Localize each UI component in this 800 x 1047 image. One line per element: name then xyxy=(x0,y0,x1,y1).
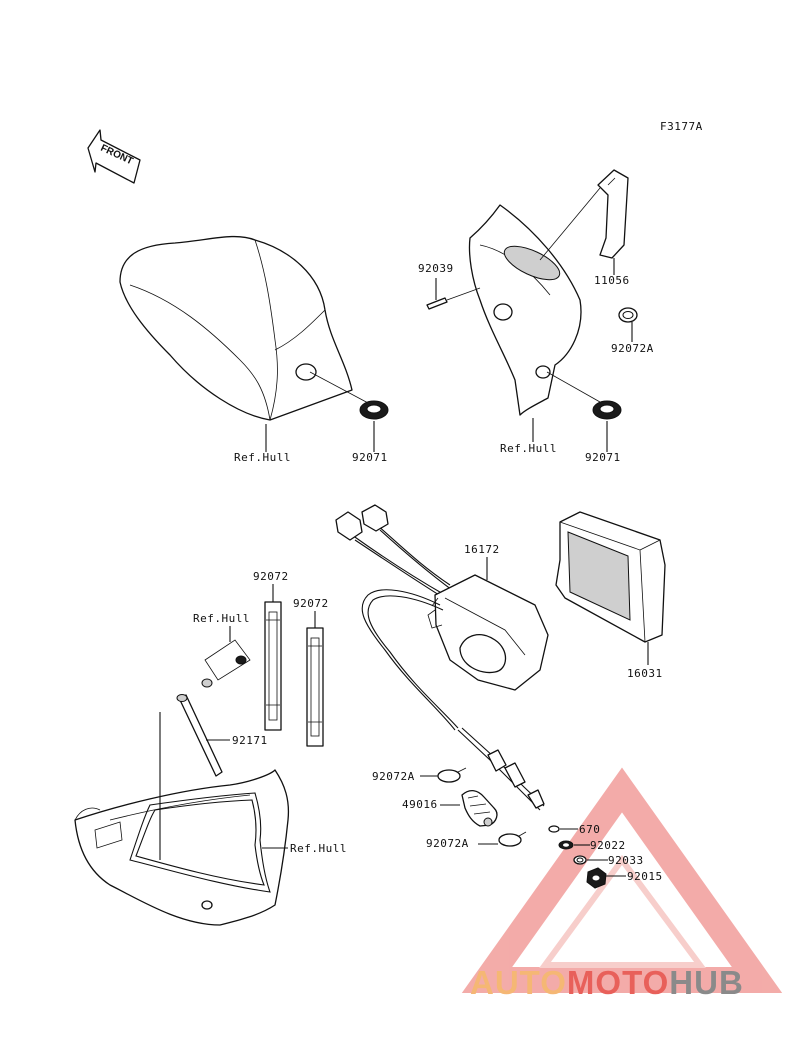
spring-92033 xyxy=(573,855,587,865)
clamp-mid xyxy=(437,767,467,783)
label-refhull-2: Ref.Hull xyxy=(500,442,557,455)
watermark-part2: MOTO xyxy=(567,964,669,1001)
label-clamp-mid: 92072A xyxy=(372,770,415,783)
watermark-text: AUTOMOTOHUB xyxy=(470,964,744,1001)
cover-16031 xyxy=(555,511,666,643)
ref-hull-plate xyxy=(201,639,251,688)
hull-seat-left xyxy=(119,235,371,421)
boot-49016 xyxy=(461,790,498,827)
label-oring: 670 xyxy=(579,823,600,836)
grommet-right xyxy=(592,400,622,420)
label-boot: 49016 xyxy=(402,798,438,811)
screw-92039 xyxy=(426,287,481,310)
hull-opening xyxy=(74,712,290,926)
figure-code: F3177A xyxy=(660,120,703,133)
label-nut: 92015 xyxy=(627,870,663,883)
label-clamp-low: 92072A xyxy=(426,837,469,850)
rod-92171 xyxy=(176,694,223,777)
label-spring: 92033 xyxy=(608,854,644,867)
label-clamp-top: 92072A xyxy=(611,342,654,355)
nut-92015 xyxy=(586,867,607,889)
label-refhull-4: Ref.Hull xyxy=(290,842,347,855)
front-arrow-icon: FRONT xyxy=(87,129,141,184)
label-band-2: 92072 xyxy=(293,597,329,610)
bracket-11056 xyxy=(539,169,629,261)
grommet-left xyxy=(359,400,389,420)
label-grommet-2: 92071 xyxy=(585,451,621,464)
label-refhull-1: Ref.Hull xyxy=(234,451,291,464)
label-grommet-1: 92071 xyxy=(352,451,388,464)
label-rod: 92171 xyxy=(232,734,268,747)
label-cover: 16031 xyxy=(627,667,663,680)
hull-panel-right xyxy=(468,204,601,416)
watermark-part3: HUB xyxy=(669,964,744,1001)
actuator-16172 xyxy=(335,504,549,811)
oring-670 xyxy=(548,825,560,833)
label-band-1: 92072 xyxy=(253,570,289,583)
label-bracket: 11056 xyxy=(594,274,630,287)
watermark-logo xyxy=(461,767,783,993)
band-2 xyxy=(306,627,324,747)
label-refhull-3: Ref.Hull xyxy=(193,612,250,625)
svg-text:AUTOMOTOHUB: AUTOMOTOHUB xyxy=(470,964,744,1001)
washer-92022 xyxy=(558,840,574,850)
label-washer: 92022 xyxy=(590,839,626,852)
clamp-top xyxy=(618,307,638,323)
label-screw: 92039 xyxy=(418,262,454,275)
clamp-low xyxy=(498,831,527,847)
watermark-part1: AUTO xyxy=(470,964,567,1001)
band-1 xyxy=(264,601,282,731)
label-actuator: 16172 xyxy=(464,543,500,556)
